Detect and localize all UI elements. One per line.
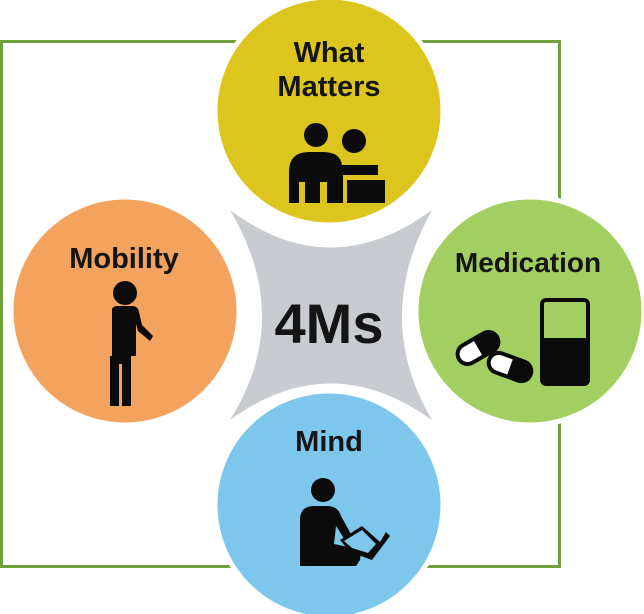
what-matters-label-line-2: Matters (277, 71, 380, 103)
pills-and-cup-icon (455, 298, 590, 386)
what-matters-node: What Matters (212, 0, 446, 228)
what-matters-label-line-1: What (294, 37, 365, 69)
people-embracing-icon (289, 123, 385, 203)
medication-label: Medication (455, 247, 601, 278)
what-matters-circle (212, 0, 446, 228)
mind-label: Mind (295, 426, 363, 458)
medication-circle (413, 194, 644, 428)
mobility-label: Mobility (69, 243, 179, 275)
medication-node: Medication (413, 194, 644, 428)
person-reading-icon (300, 478, 390, 566)
center-label: 4Ms (275, 292, 384, 355)
mind-circle (212, 388, 446, 614)
center-shape (230, 210, 432, 420)
mind-node: Mind (212, 388, 446, 614)
mobility-node: Mobility (8, 194, 242, 428)
person-walking-icon (110, 281, 153, 406)
